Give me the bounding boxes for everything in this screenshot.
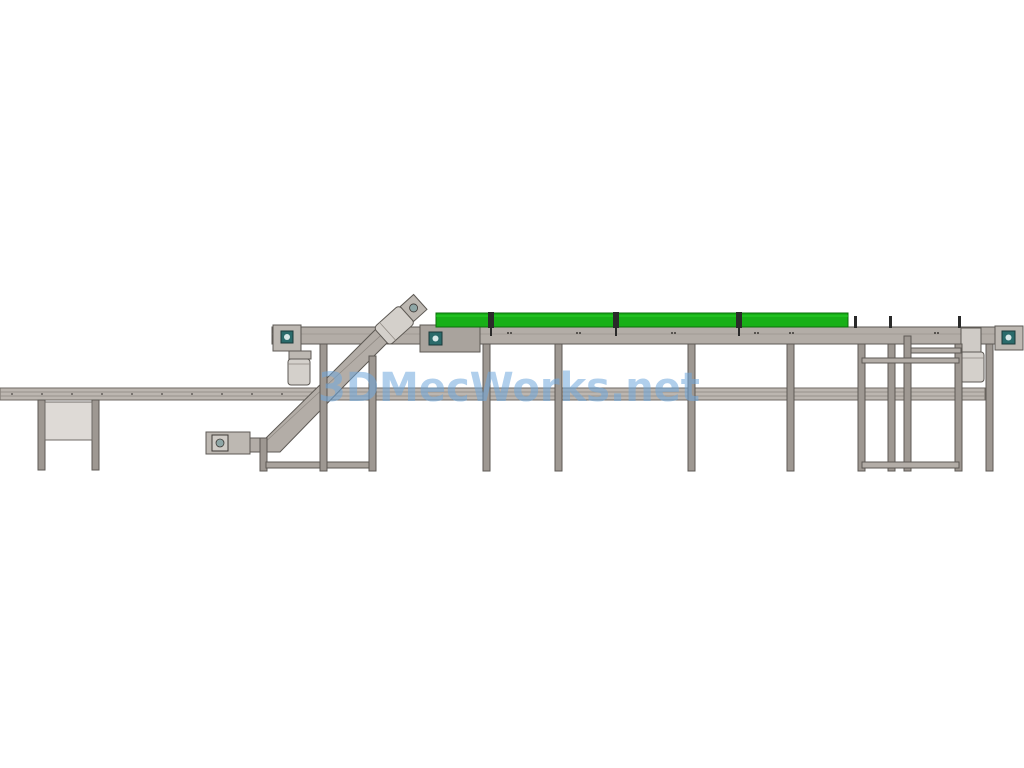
- belt-brackets: [488, 312, 961, 336]
- support-leg: [687, 343, 696, 472]
- support-leg: [903, 335, 912, 472]
- support-legs: [482, 335, 994, 472]
- green-belt: [435, 312, 849, 328]
- left-conveyor-rail: [0, 387, 986, 401]
- left-stand-leg: [37, 399, 46, 471]
- left-drive-housing: [272, 324, 302, 352]
- support-leg: [857, 343, 866, 472]
- support-leg: [786, 343, 795, 472]
- left-feed-conveyor: [0, 387, 986, 471]
- left-gear-box: [288, 350, 312, 360]
- support-leg: [954, 343, 963, 472]
- support-leg: [887, 343, 896, 472]
- left-stand-panel: [44, 401, 93, 441]
- inclined-conveyor: [205, 293, 428, 472]
- right-gear-box: [960, 327, 982, 353]
- support-leg: [554, 343, 563, 472]
- left-motor: [287, 358, 311, 386]
- support-leg: [985, 343, 994, 472]
- right-frame-cross-members: [861, 347, 962, 469]
- left-stand-leg: [91, 399, 100, 471]
- support-leg: [482, 343, 491, 472]
- right-motor: [959, 351, 985, 383]
- watermark-text: 3DMecWorks.net: [318, 365, 700, 411]
- main-conveyor: [271, 312, 1024, 386]
